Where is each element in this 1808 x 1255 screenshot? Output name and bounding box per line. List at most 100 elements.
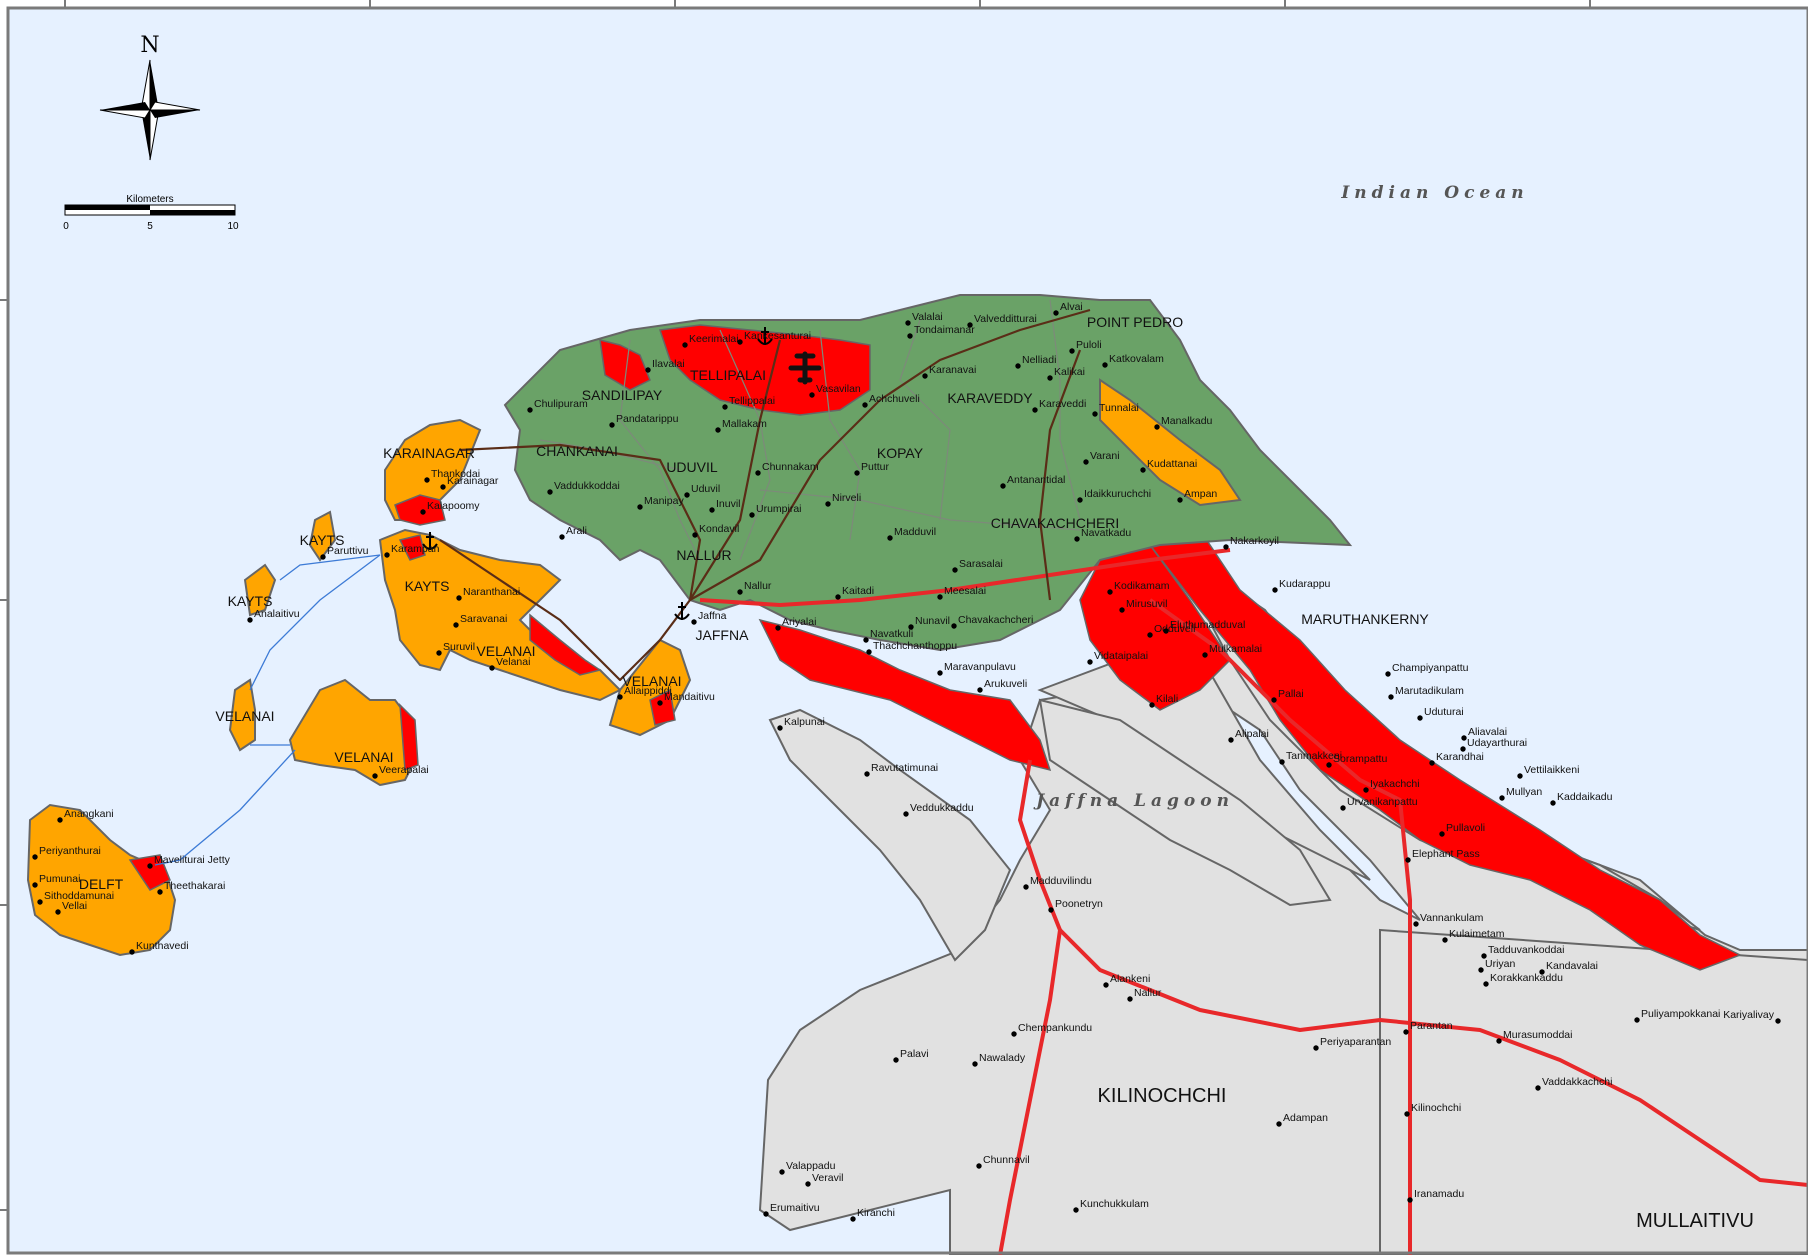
analaitivu-island <box>243 563 277 617</box>
town-dot <box>903 811 909 817</box>
town-label: Vaddakkachchi <box>1542 1076 1612 1088</box>
division-label-kilinochchi: KILINOCHCHI <box>1098 1085 1227 1107</box>
town-dot <box>247 617 253 623</box>
town-dot <box>1087 659 1093 665</box>
town-dot <box>609 422 615 428</box>
town-parantan: Parantan <box>1403 1020 1453 1035</box>
town-pallai: Pallai <box>1271 688 1304 703</box>
division-label-sandilipay: SANDILIPAY <box>582 387 663 403</box>
town-veddukkaddu: Veddukkaddu <box>903 802 974 817</box>
town-label: Veddukkaddu <box>910 802 974 814</box>
town-alankeni: Alankeni <box>1103 973 1150 988</box>
town-label: Urvanikanpattu <box>1347 796 1418 808</box>
town-kiranchi: Kiranchi <box>850 1207 895 1222</box>
town-dot <box>1015 363 1021 369</box>
town-dot <box>763 1211 769 1217</box>
town-dot <box>1000 483 1006 489</box>
town-label: Meesalai <box>944 585 986 597</box>
town-vasavilan: Vasavilan <box>809 383 861 398</box>
town-inuvil: Inuvil <box>709 498 741 513</box>
town-label: Marutadikulam <box>1395 685 1464 697</box>
town-dot <box>1140 467 1146 473</box>
town-dot <box>1363 787 1369 793</box>
town-aliavalai: Aliavalai <box>1461 726 1507 741</box>
town-kalpunai: Kalpunai <box>777 716 825 731</box>
town-dot <box>1048 907 1054 913</box>
town-puliyampokkanai: Puliyampokkanai <box>1634 1008 1720 1023</box>
town-dot <box>1517 773 1523 779</box>
town-veerapalai: Veerapalai <box>372 764 429 779</box>
town-uriyan: Uriyan <box>1478 958 1516 973</box>
town-label: Kankesanturai <box>744 330 811 342</box>
town-dot <box>456 595 462 601</box>
town-uduturai: Uduturai <box>1417 706 1464 721</box>
poonetryn-peninsula-polygon <box>768 708 1012 962</box>
town-label: Palavi <box>900 1048 929 1060</box>
ferry-routes <box>154 554 381 866</box>
town-label: Eluthumadduval <box>1170 619 1245 631</box>
town-dot <box>1775 1018 1781 1024</box>
town-label: Murasumoddai <box>1503 1029 1572 1041</box>
division-label-nallur: NALLUR <box>676 547 731 563</box>
north-letter: N <box>140 33 159 58</box>
town-label: Manalkadu <box>1161 415 1213 427</box>
town-dot <box>951 623 957 629</box>
town-karanavai: Karanavai <box>922 364 976 379</box>
town-elephant-pass: Elephant Pass <box>1405 848 1480 863</box>
town-dot <box>1413 921 1419 927</box>
scale-bar: Kilometers 0 5 10 <box>63 194 239 232</box>
division-label-chavakachcheri: CHAVAKACHCHERI <box>991 515 1120 531</box>
division-label-velanai: VELANAI <box>215 708 274 724</box>
town-karandhai: Karandhai <box>1429 751 1484 766</box>
town-allaippiddi: Allaippiddi <box>617 685 672 700</box>
town-mullyan: Mullyan <box>1499 786 1542 801</box>
town-label: Ampan <box>1184 488 1217 500</box>
town-label: Champiyanpattu <box>1392 662 1469 674</box>
kayts-red-zone <box>398 534 426 561</box>
town-dot <box>440 484 446 490</box>
town-label: Kaitadi <box>842 585 874 597</box>
town-label: Erumaitivu <box>770 1202 820 1214</box>
town-dot <box>657 700 663 706</box>
town-dot <box>1276 1121 1282 1127</box>
town-label: Tadduvankoddai <box>1488 944 1564 956</box>
town-nirveli: Nirveli <box>825 492 861 507</box>
division-label-velanai: VELANAI <box>476 643 535 659</box>
town-label: Kodikamam <box>1114 580 1170 592</box>
town-vannankulam: Vannankulam <box>1413 912 1484 927</box>
town-label: Nakarkoyil <box>1230 535 1279 547</box>
town-dot <box>1313 1045 1319 1051</box>
town-dot <box>1461 735 1467 741</box>
scale-tick-5: 5 <box>147 221 153 232</box>
town-vaddukkoddai: Vaddukkoddai <box>547 480 620 495</box>
lagoon-label: Jaffna Lagoon <box>1033 791 1234 811</box>
town-label: Madduvilindu <box>1030 875 1092 887</box>
town-label: Nirveli <box>832 492 861 504</box>
town-label: Kulaimetam <box>1449 928 1505 940</box>
town-marutadikulam: Marutadikulam <box>1388 685 1464 700</box>
town-vidataipalai: Vidataipalai <box>1087 650 1148 665</box>
town-maravanpulavu: Maravanpulavu <box>937 661 1016 676</box>
town-label: Kilinochchi <box>1411 1102 1461 1114</box>
town-label: Puliyampokkanai <box>1641 1008 1720 1020</box>
town-dot <box>1177 497 1183 503</box>
map-border <box>6 6 1808 1255</box>
town-label: Paruttivu <box>327 545 369 557</box>
town-dot <box>489 665 495 671</box>
town-label: Maveliturai Jetty <box>154 854 231 866</box>
town-dot <box>1223 544 1229 550</box>
town-label: Ravutatimunai <box>871 762 938 774</box>
town-chavakachcheri: Chavakachcheri <box>951 614 1033 629</box>
town-label: Karaveddi <box>1039 398 1086 410</box>
town-label: Katkovalam <box>1109 353 1164 365</box>
division-label-velanai: VELANAI <box>622 673 681 689</box>
town-label: Mandaitivu <box>664 691 715 703</box>
town-velanai: Velanai <box>489 656 530 671</box>
frame-ticks <box>0 0 1591 1211</box>
tellipalai-red-zone <box>658 324 871 416</box>
town-dot <box>1388 694 1394 700</box>
division-label-kayts: KAYTS <box>405 578 450 594</box>
velanai-east-red-zone <box>529 613 602 676</box>
town-mirusuvil: Mirusuvil <box>1119 598 1167 613</box>
